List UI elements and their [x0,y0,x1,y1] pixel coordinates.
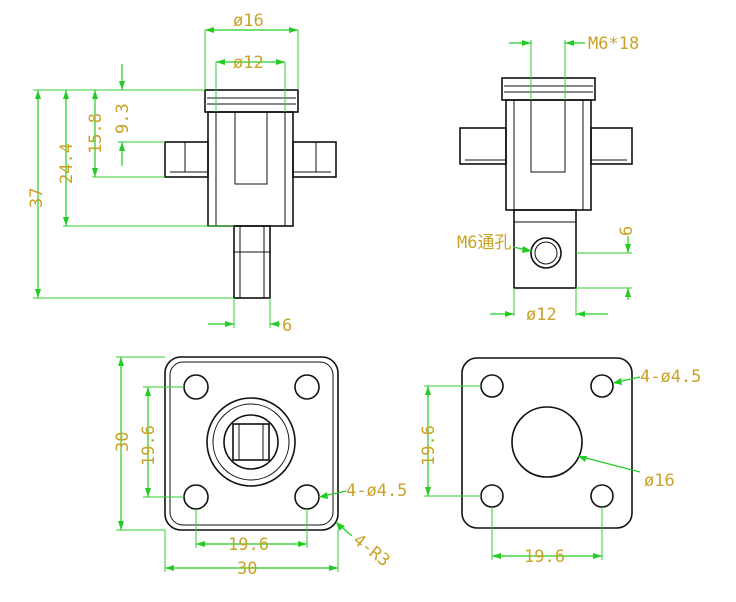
side-cap [501,77,596,101]
front-right-wing [292,141,337,178]
front-shaft [233,225,271,299]
dim-br-pitch-horizontal: 19.6 [524,547,565,567]
dim-front-height-total: 37 [27,188,47,208]
br-hole-bl [480,484,504,508]
dim-br-hole-spec: 4-ø4.5 [640,367,701,387]
bl-hole-bl [183,484,209,510]
bl-hole-tr [294,374,320,400]
br-center-hole [511,406,583,478]
dim-bl-pitch-vertical: 19.6 [139,425,159,466]
dim-front-height-body: 24.4 [57,143,77,184]
side-body [505,99,592,211]
dim-front-height-cap: 9.3 [113,103,133,134]
dim-bl-pitch-horizontal: 19.6 [228,535,269,555]
dim-bl-size-horizontal: 30 [237,559,257,579]
dim-bl-corner-radius: 4-R3 [349,530,394,571]
dim-bl-hole-spec: 4-ø4.5 [346,481,407,501]
bl-hole-tl [183,374,209,400]
front-cap [204,89,299,113]
dim-side-hole-offset: 6 [617,226,637,236]
dim-side-thread-cross: M6通孔 [457,233,511,253]
front-left-wing [164,141,209,178]
side-lower-block [513,209,577,289]
side-view: M6*18 M6通孔 6 ø12 [457,34,639,325]
side-left-wing [459,127,507,165]
bottom-left-view: 30 19.6 4-ø4.5 19.6 30 4-R3 [113,356,407,579]
br-hole-br [590,484,614,508]
dim-front-dia-inner: ø12 [233,53,264,73]
bottom-right-view: 4-ø4.5 19.6 ø16 19.6 [419,357,701,567]
br-hole-tl [480,374,504,398]
side-right-wing [590,127,633,165]
front-body [207,111,294,227]
dim-side-thread-top: M6*18 [588,34,639,54]
dim-front-dia-outer: ø16 [233,11,264,31]
dim-side-dia-bottom: ø12 [526,305,557,325]
bl-hole-br [294,484,320,510]
side-cross-hole [530,237,562,269]
dim-br-center-hole: ø16 [644,471,675,491]
bl-square-shaft [232,423,270,461]
bl-boss-outer [206,397,296,487]
dim-front-height-flange: 15.8 [86,113,106,154]
dim-front-shaft-width: 6 [282,316,292,336]
dim-bl-size-vertical: 30 [113,432,133,452]
front-view: ø16 ø12 37 24.4 15.8 9.3 6 [27,11,337,336]
br-square [461,357,633,529]
bl-square-outer [164,356,339,531]
br-hole-tr [590,374,614,398]
dim-br-pitch-vertical: 19.6 [419,425,439,466]
